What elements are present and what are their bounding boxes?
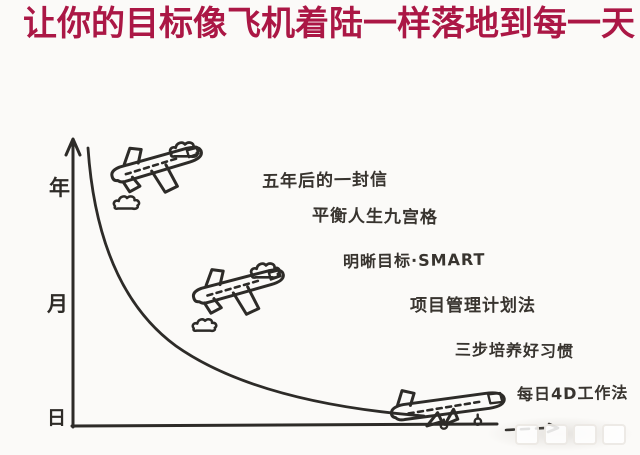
annotation-daily-4d-method: 每日4D工作法 [516,383,629,404]
watermark [488,417,632,451]
page-title: 让你的目标像飞机着陆一样落地到每一天 [23,6,635,43]
cloud-icon [112,195,141,211]
axis-tick-month: 月 [47,292,68,316]
axis-tick-day: 日 [47,407,67,429]
y-axis [64,137,82,429]
annotation-smart-goals: 明晰目标·SMART [342,249,486,272]
annotation-five-year-letter: 五年后的一封信 [261,169,389,193]
axis-tick-year: 年 [49,176,70,200]
cloud-icon [191,318,218,333]
airplane-flying-icon [106,135,209,202]
watermark-glyph-blocks [494,421,626,447]
annotation-life-balance-grid: 平衡人生九宫格 [311,205,439,229]
airplane-flying-icon [188,258,290,323]
annotation-habit-three-steps: 三步培养好习惯 [454,339,575,362]
x-axis [70,422,499,428]
descent-curve [86,146,426,418]
annotation-project-planning: 项目管理计划法 [410,296,536,316]
